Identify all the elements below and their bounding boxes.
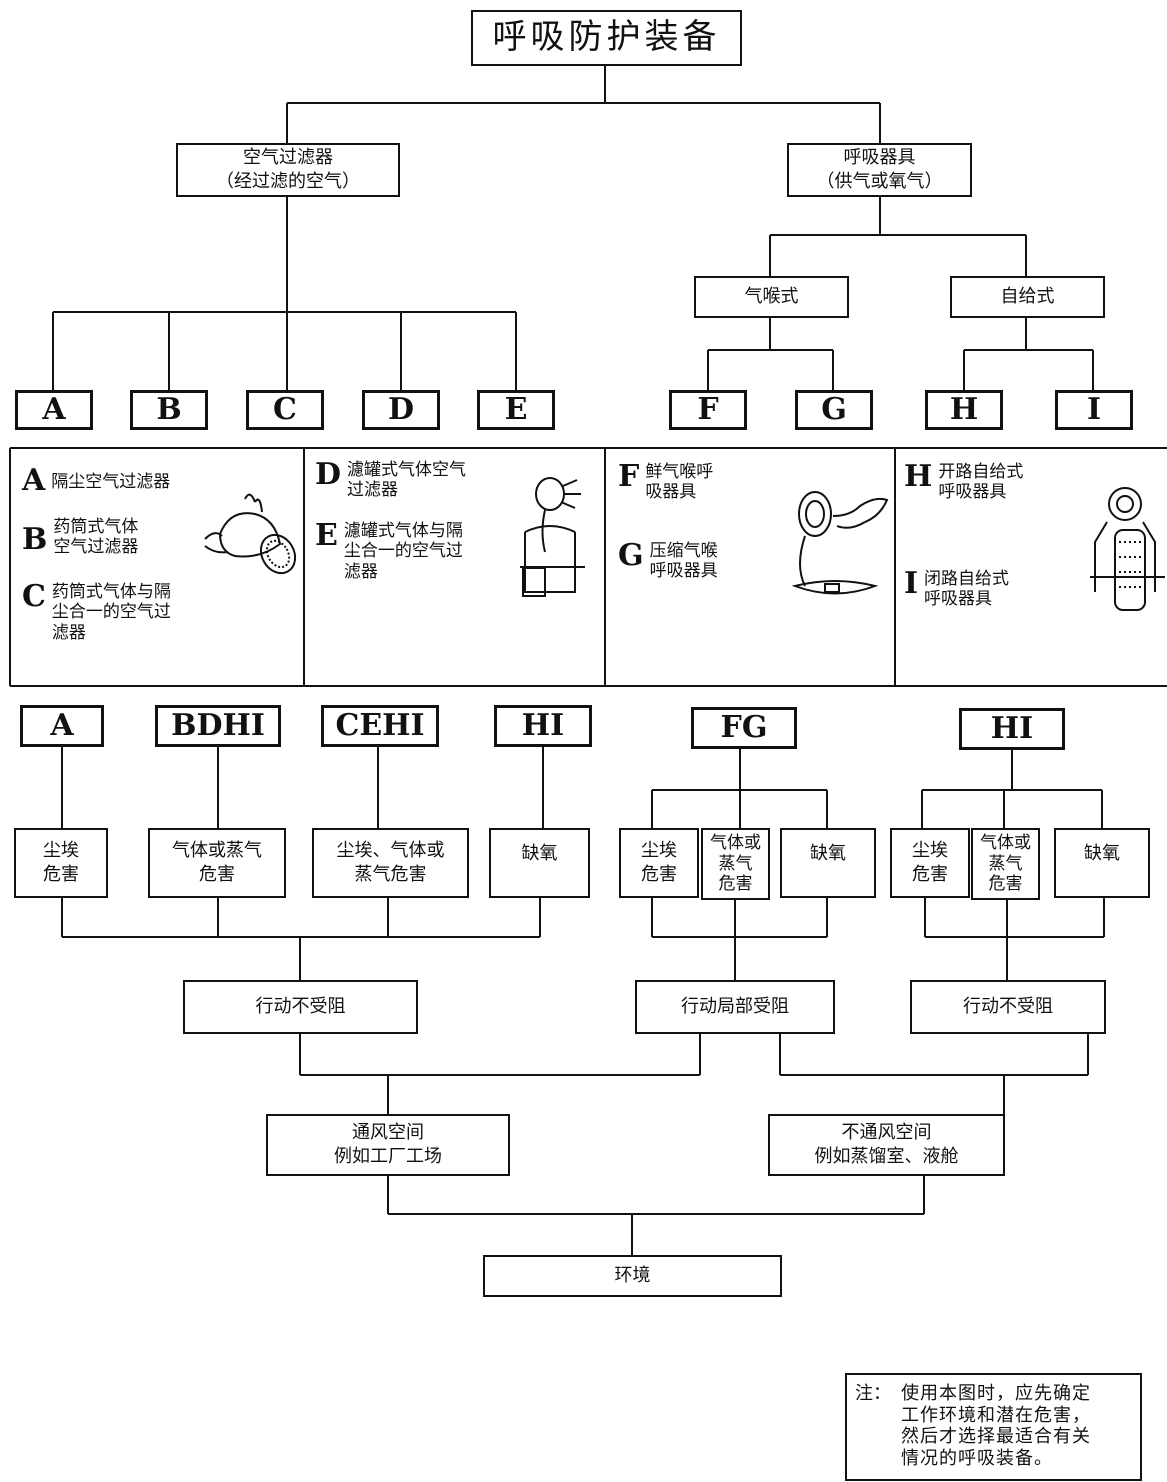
code-bdhi-box: BDHI xyxy=(155,705,281,747)
airline-respirator-illustration xyxy=(791,491,889,595)
note-label: 注： xyxy=(855,1383,891,1404)
legend-f-letter: F xyxy=(618,459,640,494)
legend-h-text: 开路自给式 呼吸器具 xyxy=(938,462,1024,503)
type-e-box: E xyxy=(477,390,555,430)
airline-box: 气喉式 xyxy=(694,276,849,318)
type-d-box: D xyxy=(362,390,440,430)
hazard-oxygen-2-box: 缺氧 xyxy=(780,828,876,898)
legend-d: D 濾罐式气体空气 过滤器 xyxy=(315,460,466,501)
legend-i-letter: I xyxy=(904,566,919,601)
hazard-dust-box: 尘埃 危害 xyxy=(14,828,108,898)
hazard-gas-2-box: 气体或 蒸气 危害 xyxy=(701,828,770,900)
scba-illustration xyxy=(1090,487,1165,611)
hazard-dust-gas-box: 尘埃、气体或 蒸气危害 xyxy=(312,828,469,898)
legend-g: G 压缩气喉 呼吸器具 xyxy=(618,541,718,582)
legend-b: B 药筒式气体 空气过滤器 xyxy=(22,517,138,558)
mobility-unrestricted-box: 行动不受阻 xyxy=(183,980,418,1034)
hazard-gas-3-box: 气体或 蒸气 危害 xyxy=(971,828,1040,900)
code-a-box: A xyxy=(20,705,104,747)
ventilated-space-box: 通风空间 例如工厂工场 xyxy=(266,1114,510,1176)
legend-i-text: 闭路自给式 呼吸器具 xyxy=(924,569,1010,610)
dust-respirator-illustration xyxy=(204,493,297,575)
code-hi-box: HI xyxy=(494,705,592,747)
legend-f: F 鲜气喉呼 吸器具 xyxy=(618,462,713,503)
legend-f-text: 鲜气喉呼 吸器具 xyxy=(645,462,714,503)
legend-e: E 濾罐式气体与隔 尘合一的空气过 滤器 xyxy=(315,521,463,582)
environment-box: 环境 xyxy=(483,1255,782,1297)
code-fg-box: FG xyxy=(691,707,797,749)
hazard-oxygen-3-box: 缺氧 xyxy=(1054,828,1150,898)
air-filters-box: 空气过滤器 （经过滤的空气） xyxy=(176,143,400,197)
code-cehi-box: CEHI xyxy=(321,705,439,747)
type-g-box: G xyxy=(795,390,873,430)
legend-a: A 隔尘空气过滤器 xyxy=(22,466,170,496)
canister-respirator-illustration xyxy=(520,477,585,597)
code-hi-2-box: HI xyxy=(959,708,1065,750)
legend-b-letter: B xyxy=(22,522,48,557)
legend-h: H 开路自给式 呼吸器具 xyxy=(904,462,1023,503)
self-contained-box: 自给式 xyxy=(950,276,1105,318)
type-b-box: B xyxy=(130,390,208,430)
type-i-box: I xyxy=(1055,390,1133,430)
legend-e-letter: E xyxy=(315,518,338,553)
hazard-dust-3-box: 尘埃 危害 xyxy=(890,828,970,898)
legend-d-text: 濾罐式气体空气 过滤器 xyxy=(347,460,467,501)
legend-i: I 闭路自给式 呼吸器具 xyxy=(904,569,1009,610)
legend-g-text: 压缩气喉 呼吸器具 xyxy=(649,541,718,582)
legend-h-letter: H xyxy=(904,459,933,494)
hazard-gas-box: 气体或蒸气 危害 xyxy=(148,828,286,898)
mobility-partial-box: 行动局部受阻 xyxy=(635,980,835,1034)
legend-c-text: 药筒式气体与隔 尘合一的空气过 滤器 xyxy=(51,582,171,643)
mobility-unrestricted-2-box: 行动不受阻 xyxy=(910,980,1106,1034)
hazard-oxygen-box: 缺氧 xyxy=(489,828,590,898)
type-f-box: F xyxy=(669,390,747,430)
legend-e-text: 濾罐式气体与隔 尘合一的空气过 滤器 xyxy=(343,521,463,582)
legend-c-letter: C xyxy=(22,579,46,614)
type-h-box: H xyxy=(925,390,1003,430)
legend-b-text: 药筒式气体 空气过滤器 xyxy=(53,517,139,558)
unventilated-space-box: 不通风空间 例如蒸馏室、液舱 xyxy=(768,1114,1005,1176)
page-title: 呼吸防护装备 xyxy=(471,10,742,66)
note-text: 使用本图时，应先确定 工作环境和潜在危害， 然后才选择最适合有关 情况的呼吸装备… xyxy=(901,1383,1091,1469)
type-a-box: A xyxy=(15,390,93,430)
legend-d-letter: D xyxy=(315,457,342,492)
legend-a-letter: A xyxy=(22,463,46,498)
legend-g-letter: G xyxy=(618,538,644,573)
note-box: 注： 使用本图时，应先确定 工作环境和潜在危害， 然后才选择最适合有关 情况的呼… xyxy=(845,1373,1142,1481)
hazard-dust-2-box: 尘埃 危害 xyxy=(619,828,699,898)
breathing-apparatus-box: 呼吸器具 （供气或氧气） xyxy=(787,143,972,197)
type-c-box: C xyxy=(246,390,324,430)
legend-c: C 药筒式气体与隔 尘合一的空气过 滤器 xyxy=(22,582,171,643)
legend-a-text: 隔尘空气过滤器 xyxy=(51,472,171,492)
